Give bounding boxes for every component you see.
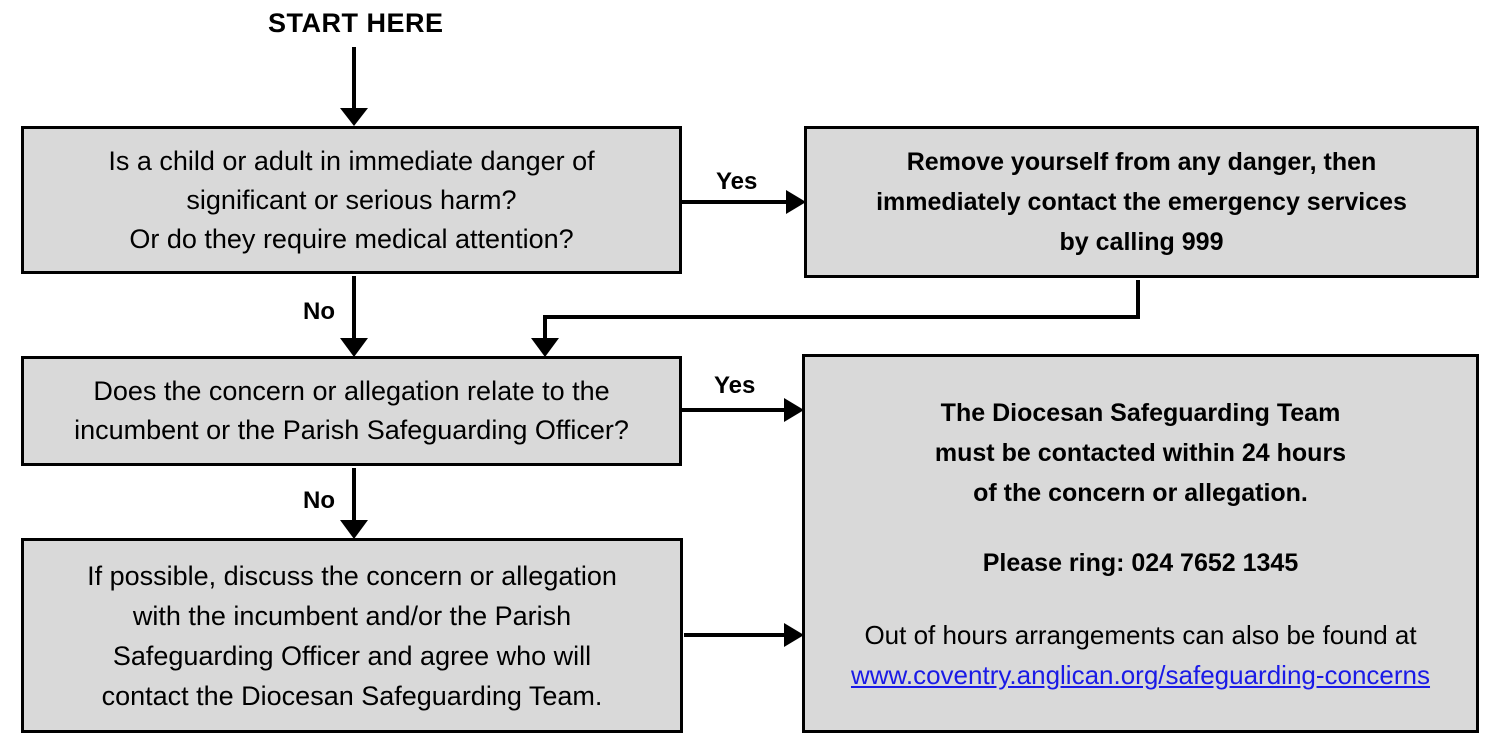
dst-contact-deadline: The Diocesan Safeguarding Team must be c… [805,393,1476,513]
node-text-line: significant or serious harm? [186,184,517,215]
connector-relates-no-to-discuss [340,468,368,539]
action-discuss-with-incumbent-or-pso: If possible, discuss the concern or alle… [21,538,683,733]
dst-phone-line: Please ring: 024 7652 1345 [805,543,1476,583]
node-text-line: of the concern or allegation. [973,478,1308,507]
safeguarding-concerns-link[interactable]: www.coventry.anglican.org/safeguarding-c… [850,659,1431,690]
node-text-line: Remove yourself from any danger, then [906,148,1377,176]
connector-start-to-danger [340,47,368,126]
edge-label-yes-relates: Yes [714,372,756,399]
edge-label-yes-danger: Yes [716,168,758,195]
edge-label-no-relates: No [303,487,335,514]
node-text-line: by calling 999 [1059,228,1224,256]
node-text-line: Out of hours arrangements can also be fo… [864,619,1417,650]
node-text-line: If possible, discuss the concern or alle… [87,560,617,591]
connector-emergency-to-relates [531,280,1140,357]
node-text-line: Or do they require medical attention? [129,223,574,254]
node-text-line: incumbent or the Parish Safeguarding Off… [74,415,629,445]
action-contact-diocesan-safeguarding-team: The Diocesan Safeguarding Team must be c… [802,354,1479,733]
node-text-line: Does the concern or allegation relate to… [93,376,610,406]
node-text-line: Safeguarding Officer and agree who will [112,640,592,671]
node-text-line: with the incumbent and/or the Parish [132,600,572,631]
phone-number-text: Please ring: 024 7652 1345 [982,548,1299,577]
connector-danger-no-to-relates [340,276,368,357]
dst-out-of-hours: Out of hours arrangements can also be fo… [805,615,1476,695]
start-here-label: START HERE [268,8,444,38]
node-text-line: contact the Diocesan Safeguarding Team. [101,680,603,711]
node-text-line: The Diocesan Safeguarding Team [940,398,1341,427]
decision-immediate-danger: Is a child or adult in immediate danger … [21,126,682,274]
edge-label-no-danger: No [303,298,335,325]
connector-discuss-to-dst [684,623,804,647]
node-text-line: immediately contact the emergency servic… [876,188,1407,216]
decision-relates-to-incumbent-or-pso: Does the concern or allegation relate to… [21,356,682,466]
node-text-line: Is a child or adult in immediate danger … [108,145,595,176]
connector-relates-yes-to-dst [682,398,804,422]
action-call-emergency-services: Remove yourself from any danger, then im… [804,126,1479,278]
node-text-line: must be contacted within 24 hours [934,438,1347,467]
